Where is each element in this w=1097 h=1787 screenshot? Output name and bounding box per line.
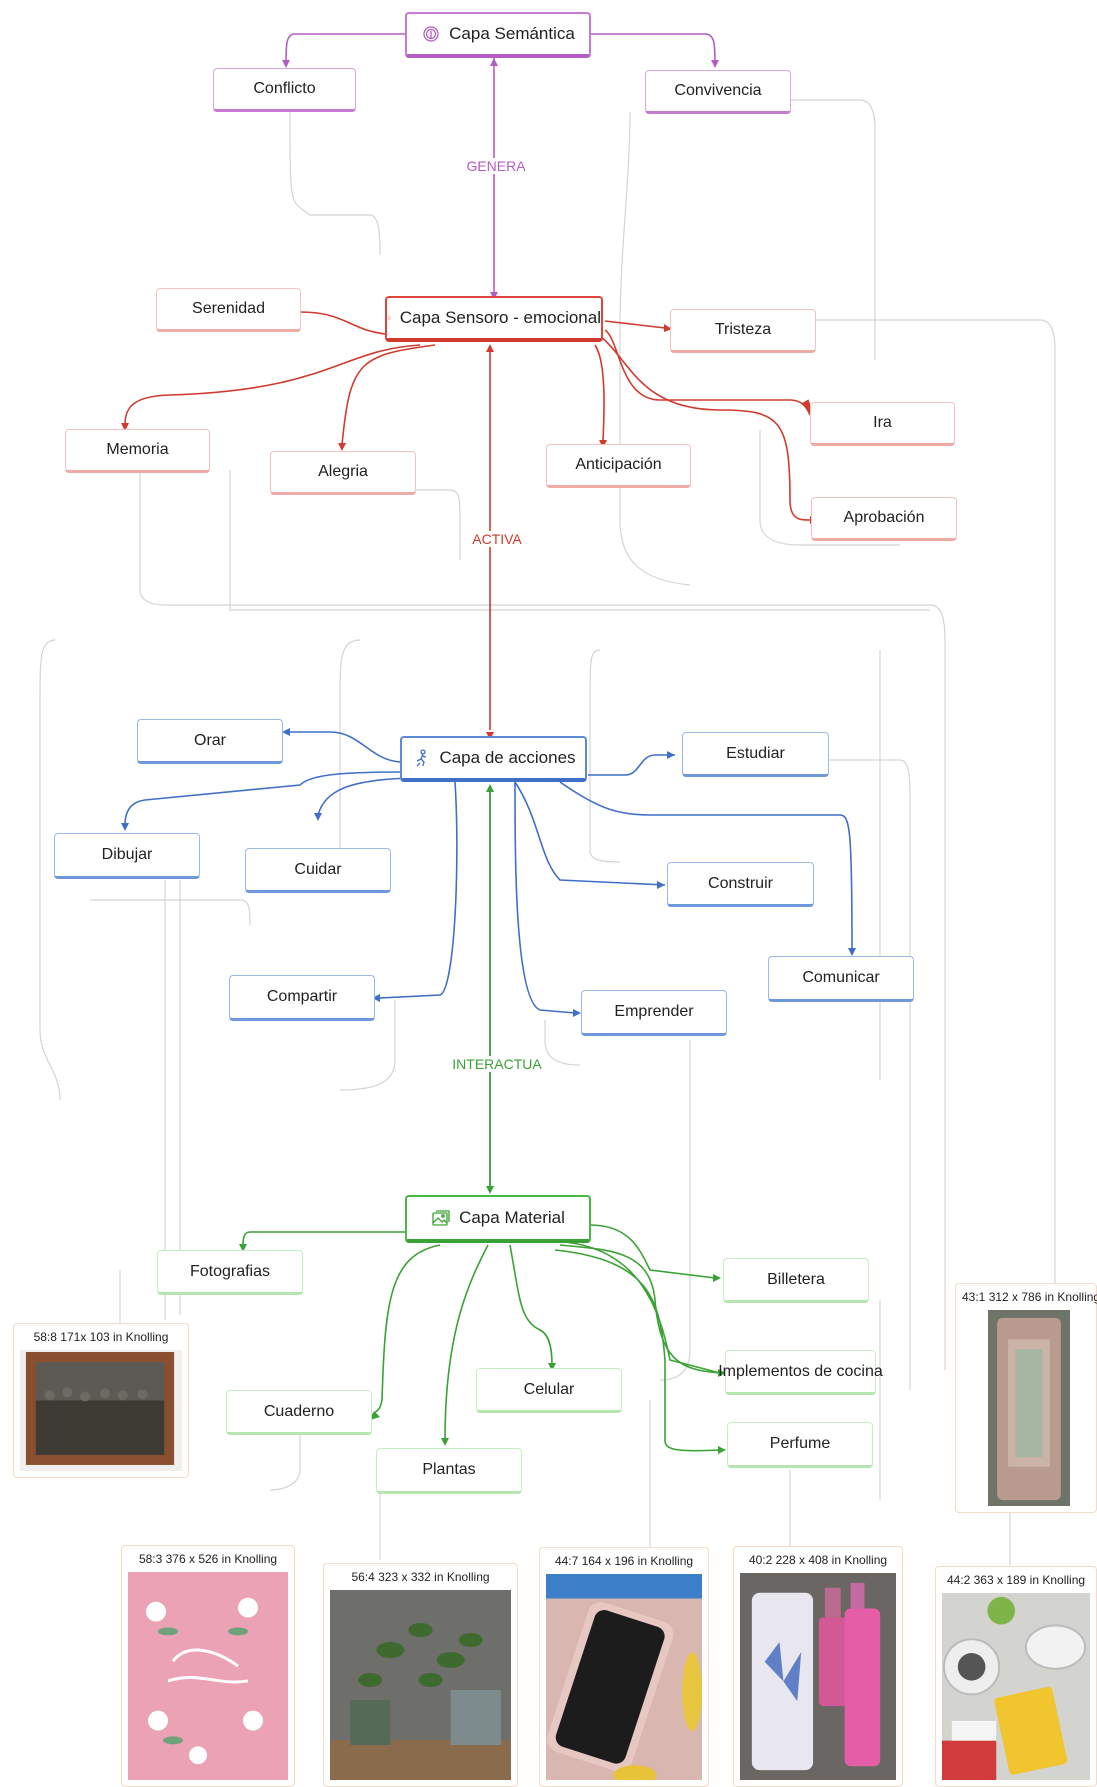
phone-image [546, 1574, 702, 1780]
node-comunicar[interactable]: Comunicar [768, 956, 914, 1002]
node-dibujar[interactable]: Dibujar [54, 833, 200, 879]
image-card-notebook[interactable]: 58:3 376 x 526 in Knolling [121, 1545, 295, 1787]
node-compartir[interactable]: Compartir [229, 975, 375, 1021]
image-card-caption: 56:4 323 x 332 in Knolling [351, 1570, 490, 1584]
hub-material-label: Capa Material [459, 1208, 565, 1227]
image-card-caption: 43:1 312 x 786 in Knolling [962, 1290, 1097, 1304]
image-card-phone[interactable]: 44:7 164 x 196 in Knolling [539, 1547, 709, 1787]
brain-icon [387, 316, 391, 320]
node-celular[interactable]: Celular [476, 1368, 622, 1413]
node-fotografias[interactable]: Fotografias [157, 1250, 303, 1295]
person-action-icon [416, 749, 427, 767]
hub-actions[interactable]: Capa de acciones [400, 736, 587, 782]
hub-semantic-label: Capa Semántica [449, 24, 575, 43]
node-construir[interactable]: Construir [667, 862, 814, 907]
node-estudiar[interactable]: Estudiar [682, 732, 829, 777]
hub-material[interactable]: Capa Material [405, 1195, 591, 1243]
hub-sensory[interactable]: Capa Sensoro - emocional [385, 296, 603, 342]
node-billetera[interactable]: Billetera [723, 1258, 869, 1303]
node-alegria[interactable]: Alegria [270, 451, 416, 495]
node-emprender[interactable]: Emprender [581, 990, 727, 1036]
image-card-kitchen[interactable]: 44:2 363 x 189 in Knolling [935, 1566, 1097, 1787]
image-card-perfume[interactable]: 40:2 228 x 408 in Knolling [733, 1546, 903, 1787]
plants-image [330, 1590, 511, 1780]
node-plantas[interactable]: Plantas [376, 1448, 522, 1494]
sensory-arrowheads [121, 308, 818, 740]
node-conflicto[interactable]: Conflicto [213, 68, 356, 112]
node-cuaderno[interactable]: Cuaderno [226, 1390, 372, 1435]
node-aprobacion[interactable]: Aprobación [811, 497, 957, 541]
node-perfume[interactable]: Perfume [727, 1422, 873, 1468]
edge-label-genera: GENERA [464, 158, 528, 174]
kitchen-image [942, 1593, 1090, 1780]
node-memoria[interactable]: Memoria [65, 429, 210, 473]
image-card-caption: 44:2 363 x 189 in Knolling [946, 1573, 1086, 1587]
image-card-plants[interactable]: 56:4 323 x 332 in Knolling [323, 1563, 518, 1787]
image-card-caption: 58:3 376 x 526 in Knolling [138, 1552, 278, 1566]
node-orar[interactable]: Orar [137, 719, 283, 764]
faint-links [39, 99, 1056, 1570]
material-links [242, 790, 721, 1452]
wallet-image [988, 1310, 1070, 1506]
edge-label-interactua: INTERACTUA [450, 1056, 544, 1072]
hub-semantic[interactable]: Capa Semántica [405, 12, 591, 58]
image-card-wallet[interactable]: 43:1 312 x 786 in Knolling [955, 1283, 1097, 1513]
hub-actions-label: Capa de acciones [439, 748, 576, 767]
node-tristeza[interactable]: Tristeza [670, 309, 816, 353]
image-card-caption: 44:7 164 x 196 in Knolling [554, 1554, 694, 1568]
action-links [124, 731, 853, 1188]
framed-photo-image [20, 1350, 182, 1471]
image-card-caption: 58:8 171x 103 in Knolling [33, 1330, 169, 1344]
action-arrowheads [121, 728, 856, 1017]
fingerprint-icon [423, 26, 439, 42]
node-implementos-de-cocina[interactable]: Implementos de cocina [718, 1350, 883, 1395]
image-card-framed-photo[interactable]: 58:8 171x 103 in Knolling [13, 1323, 189, 1478]
sensory-links [124, 311, 811, 730]
semantic-links [285, 33, 716, 292]
material-arrowheads [239, 784, 726, 1454]
node-anticipacion[interactable]: Anticipación [546, 444, 691, 488]
hub-sensory-label: Capa Sensoro - emocional [399, 308, 601, 327]
node-convivencia[interactable]: Convivencia [645, 70, 791, 114]
edge-label-activa: ACTIVA [470, 531, 524, 547]
perfume-image [740, 1573, 896, 1780]
node-ira[interactable]: Ira [810, 402, 955, 446]
image-gallery-icon [432, 1210, 450, 1226]
image-card-caption: 40:2 228 x 408 in Knolling [748, 1553, 888, 1567]
node-cuidar[interactable]: Cuidar [245, 848, 391, 893]
node-serenidad[interactable]: Serenidad [156, 288, 301, 332]
notebook-image [128, 1572, 288, 1780]
